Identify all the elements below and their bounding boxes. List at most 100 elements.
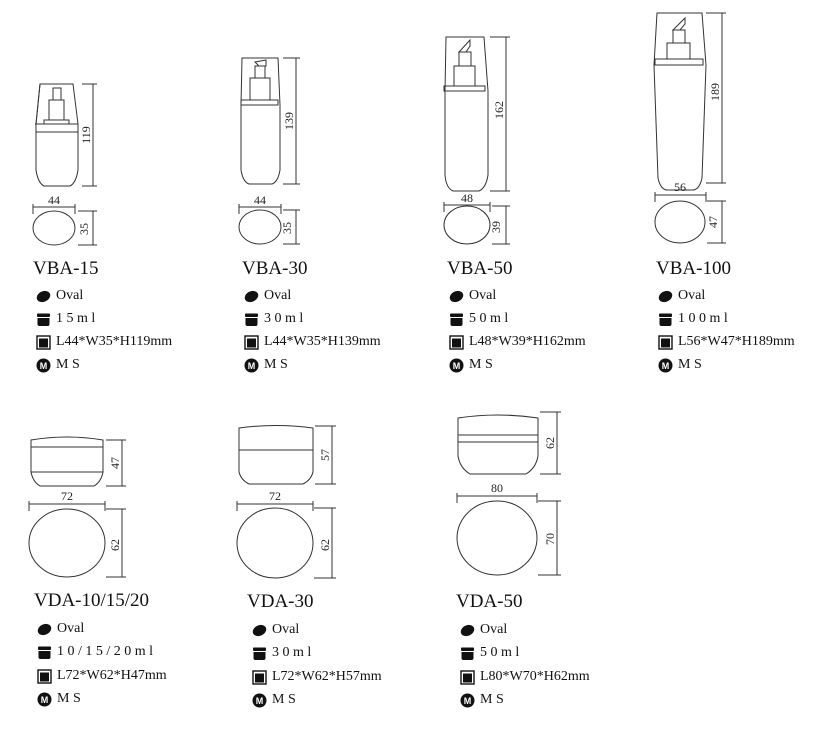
dimension-label-length: 72 xyxy=(61,489,73,503)
spec-size: L44*W35*H139mm xyxy=(244,333,381,351)
jar-icon xyxy=(450,313,463,326)
material-m-icon: M xyxy=(36,358,51,372)
spec-capacity-value: 3 0 m l xyxy=(272,645,312,660)
spec-shape: Oval xyxy=(36,287,83,305)
dimension-label-length: 80 xyxy=(491,481,503,495)
product-title: VBA-15 xyxy=(33,258,99,279)
dimension-label-height: 119 xyxy=(79,126,93,144)
top-view: 44 35 xyxy=(32,193,97,246)
material-m-icon: M xyxy=(37,692,52,706)
spec-material: M M S xyxy=(449,356,493,374)
dimension-label-height: 139 xyxy=(282,112,296,130)
dimension-label-width: 47 xyxy=(706,216,720,228)
oval-icon xyxy=(244,290,259,302)
height-dimension: 47 xyxy=(106,439,126,487)
bottle-body xyxy=(444,36,489,192)
oval-icon xyxy=(449,290,464,302)
spec-size: L48*W39*H162mm xyxy=(449,333,586,351)
product-title: VDA-30 xyxy=(247,591,314,612)
spec-capacity-value: 1 0 0 m l xyxy=(678,311,728,326)
top-view: 48 39 xyxy=(443,191,510,245)
drawing-vda-50: 62 80 70 xyxy=(456,411,561,576)
jar-icon xyxy=(461,647,474,660)
pump-cap xyxy=(35,87,78,133)
top-view: 72 62 xyxy=(236,489,336,579)
spec-shape-value: Oval xyxy=(56,288,84,303)
pump-cap xyxy=(240,59,279,106)
dimension-label-length: 44 xyxy=(48,193,60,207)
spec-size-value: L44*W35*H119mm xyxy=(56,334,173,349)
dimension-label-length: 44 xyxy=(254,193,266,207)
top-view: 44 35 xyxy=(238,193,300,245)
spec-material-value: M S xyxy=(272,692,296,707)
spec-capacity: 1 0 0 m l xyxy=(658,310,728,328)
top-view: 72 62 xyxy=(28,489,126,578)
top-view: 56 47 xyxy=(654,180,726,244)
box-icon xyxy=(460,669,475,685)
spec-material: M M S xyxy=(252,691,296,709)
spec-size-value: L80*W70*H62mm xyxy=(480,669,590,684)
top-view: 80 70 xyxy=(456,481,561,576)
height-dimension: 139 xyxy=(282,57,300,185)
spec-material-value: M S xyxy=(480,692,504,707)
height-dimension: 189 xyxy=(706,12,726,184)
box-icon xyxy=(449,334,464,350)
spec-material: M M S xyxy=(658,356,702,374)
drawing-vba-30: 139 44 35 xyxy=(238,57,300,245)
drawing-vda-10-15-20: 47 72 62 xyxy=(28,436,126,578)
spec-capacity-value: 3 0 m l xyxy=(264,311,304,326)
dimension-label-height: 162 xyxy=(492,101,506,119)
spec-size: L72*W62*H47mm xyxy=(37,667,167,685)
spec-capacity: 1 0 / 1 5 / 2 0 m l xyxy=(37,643,153,661)
dimension-label-width: 62 xyxy=(318,539,332,551)
dimension-label-width: 70 xyxy=(543,533,557,545)
box-icon xyxy=(252,669,267,685)
spec-shape-value: Oval xyxy=(264,288,292,303)
spec-material: M M S xyxy=(244,356,288,374)
spec-capacity-value: 5 0 m l xyxy=(469,311,509,326)
svg-text:M: M xyxy=(256,696,264,706)
bottle-body xyxy=(240,57,281,185)
jar-icon xyxy=(37,313,50,326)
drawing-vba-15: 119 44 35 xyxy=(32,83,97,246)
spec-shape: Oval xyxy=(658,287,705,305)
dimension-label-length: 48 xyxy=(461,191,473,205)
spec-capacity-value: 1 0 / 1 5 / 2 0 m l xyxy=(57,644,154,659)
bottle-body xyxy=(35,83,79,187)
spec-material-value: M S xyxy=(57,691,81,706)
spec-capacity: 3 0 m l xyxy=(244,310,303,328)
spec-shape-value: Oval xyxy=(678,288,706,303)
dimension-label-height: 189 xyxy=(708,83,722,101)
svg-text:M: M xyxy=(248,361,256,371)
spec-size-value: L72*W62*H47mm xyxy=(57,668,167,683)
spec-shape: Oval xyxy=(244,287,291,305)
height-dimension: 57 xyxy=(315,425,336,485)
jar-side-view xyxy=(238,425,314,485)
spec-material-value: M S xyxy=(264,357,288,372)
material-m-icon: M xyxy=(252,693,267,707)
dimension-label-height: 47 xyxy=(108,457,122,469)
spec-shape: Oval xyxy=(449,287,496,305)
svg-text:M: M xyxy=(40,361,48,371)
spec-size: L80*W70*H62mm xyxy=(460,668,590,686)
drawing-vba-100: 189 56 47 xyxy=(653,12,726,244)
height-dimension: 119 xyxy=(79,83,97,187)
height-dimension: 162 xyxy=(490,36,510,192)
spec-capacity: 5 0 m l xyxy=(449,310,508,328)
spec-size: L44*W35*H119mm xyxy=(36,333,172,351)
dimension-label-height: 57 xyxy=(318,449,332,461)
box-icon xyxy=(658,334,673,350)
jar-side-view xyxy=(30,436,104,487)
drawing-vba-50: 162 48 39 xyxy=(443,36,510,245)
spec-shape: Oval xyxy=(252,621,299,639)
product-title: VBA-50 xyxy=(447,258,513,279)
spec-material-value: M S xyxy=(56,357,80,372)
dimension-label-length: 56 xyxy=(674,180,686,194)
spec-material-value: M S xyxy=(469,357,493,372)
oval-icon xyxy=(658,290,673,302)
oval-icon xyxy=(252,624,267,636)
spec-size-value: L72*W62*H57mm xyxy=(272,669,382,684)
pump-cap xyxy=(654,16,704,66)
